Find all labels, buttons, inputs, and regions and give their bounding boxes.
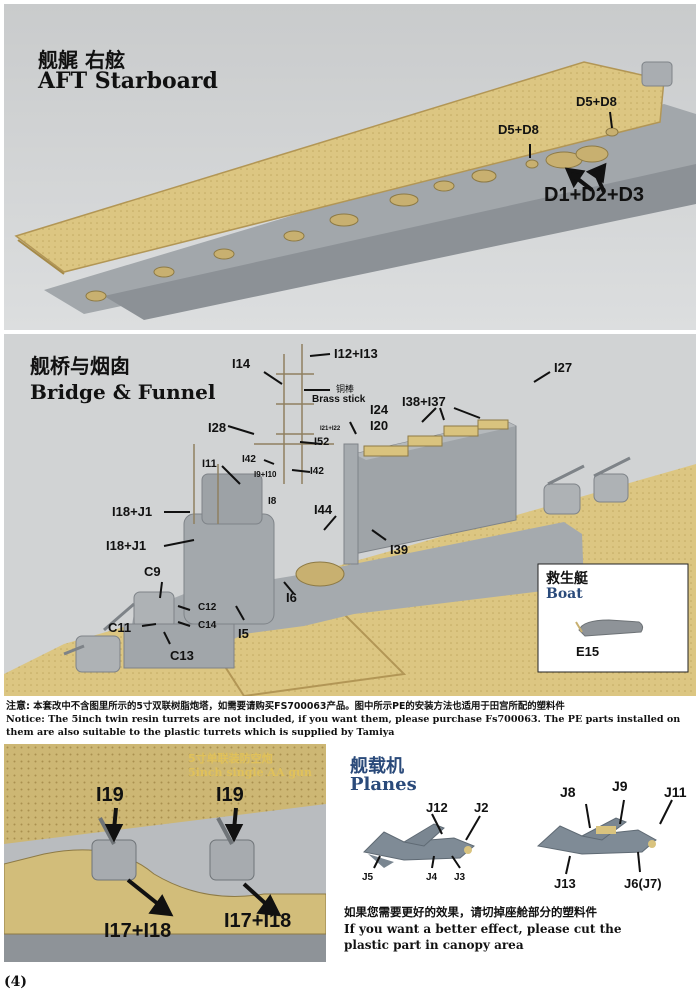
label-i27: I27 [554, 360, 573, 375]
bridge-title-cn: 舰桥与烟囱 [30, 354, 130, 378]
label-c9: C9 [144, 564, 161, 579]
label-i44: I44 [314, 502, 333, 517]
aft-title-en: AFT Starboard [38, 68, 218, 94]
label-i12-i13: I12+I13 [334, 346, 378, 361]
aa-gun-photo: 5寸单联装防空炮 5inch single AA gun I19 I19 I17… [4, 744, 326, 962]
label-c11: C11 [108, 620, 132, 635]
label-e15: E15 [576, 644, 600, 659]
label-i21-i22: I21+I22 [320, 426, 341, 432]
label-i18-j1-lower: I18+J1 [106, 538, 147, 553]
label-i42-upper: I42 [242, 454, 256, 465]
label-i19-right: I19 [216, 784, 244, 806]
planes-illustration [334, 744, 696, 894]
label-i18-j1-upper: I18+J1 [112, 504, 153, 519]
label-i11: I11 [202, 458, 217, 470]
planes-tip-cn: 如果您需要更好的效果，请切掉座舱部分的塑料件 [344, 905, 597, 919]
label-i6: I6 [286, 590, 297, 605]
label-i9-i10: I9+I10 [254, 470, 277, 479]
boat-title-cn: 救生艇 [546, 571, 588, 587]
label-i28: I28 [208, 420, 227, 435]
label-j9: J9 [612, 778, 628, 794]
notice-en: Notice: The 5inch twin resin turrets are… [6, 714, 681, 738]
aft-starboard-photo: 舰艉 右舷 AFT Starboard D5+D8 D5+D8 D1+D2+D3 [4, 4, 696, 330]
page-number: (4) [4, 974, 27, 990]
label-brass-cn: 铜棒 [336, 384, 355, 394]
boat-title-en: Boat [546, 586, 583, 602]
aft-title-cn: 舰艉 右舷 [38, 48, 125, 72]
bridge-funnel-illustration [4, 334, 696, 696]
label-j8: J8 [560, 784, 576, 800]
notice-text: 注意: 本套改中不含图里所示的5寸双联树脂炮塔，如需要请购买FS700063产品… [6, 700, 696, 739]
aa-gun-illustration [4, 744, 326, 962]
label-i20: I20 [370, 418, 389, 433]
planes-tip-en-line1: If you want a better effect, please cut … [344, 922, 622, 936]
label-j4: J4 [426, 872, 438, 883]
label-c14: C14 [198, 620, 217, 631]
label-d5-d8-left: D5+D8 [498, 122, 539, 137]
planes-section: 舰载机 Planes J12 J2 J8 J9 J11 J5 J4 J3 J13… [334, 744, 696, 964]
notice-cn: 本套改中不含图里所示的5寸双联树脂炮塔，如需要请购买FS700063产品。图中所… [30, 701, 565, 712]
bridge-title-en: Bridge & Funnel [30, 380, 216, 404]
label-i14: I14 [232, 356, 251, 371]
aa-title-cn: 5寸单联装防空炮 [188, 752, 273, 765]
label-i17-i18-left: I17+I18 [104, 920, 172, 942]
label-i8: I8 [268, 496, 277, 507]
label-j2: J2 [474, 800, 489, 815]
planes-tip-en-line2: plastic part in canopy area [344, 938, 524, 952]
label-j5: J5 [362, 872, 374, 883]
label-d5-d8-right: D5+D8 [576, 94, 617, 109]
label-j11: J11 [664, 784, 687, 800]
label-i17-i18-right: I17+I18 [224, 910, 292, 932]
aft-starboard-illustration [4, 4, 696, 330]
label-c13: C13 [170, 648, 194, 663]
label-i38-i37: I38+I37 [402, 394, 446, 409]
label-brass-en: Brass stick [312, 394, 366, 405]
label-j3: J3 [454, 872, 466, 883]
aa-title-en: 5inch single AA gun [188, 766, 313, 779]
planes-title-cn: 舰载机 [350, 756, 404, 777]
label-j12: J12 [426, 800, 448, 815]
notice-cn-prefix: 注意: [6, 701, 30, 712]
label-j6-j7: J6(J7) [624, 876, 662, 891]
label-d1-d2-d3: D1+D2+D3 [544, 184, 645, 206]
label-i19-left: I19 [96, 784, 124, 806]
label-i52: I52 [314, 436, 330, 448]
label-i5: I5 [238, 626, 249, 641]
label-i39: I39 [390, 542, 409, 557]
label-i42-lower: I42 [310, 466, 324, 477]
label-j13: J13 [554, 876, 576, 891]
planes-title-en: Planes [350, 774, 417, 795]
label-c12: C12 [198, 602, 217, 613]
bridge-funnel-photo: 舰桥与烟囱 Bridge & Funnel I14 I12+I13 I27 铜棒… [4, 334, 696, 696]
label-i24: I24 [370, 402, 389, 417]
